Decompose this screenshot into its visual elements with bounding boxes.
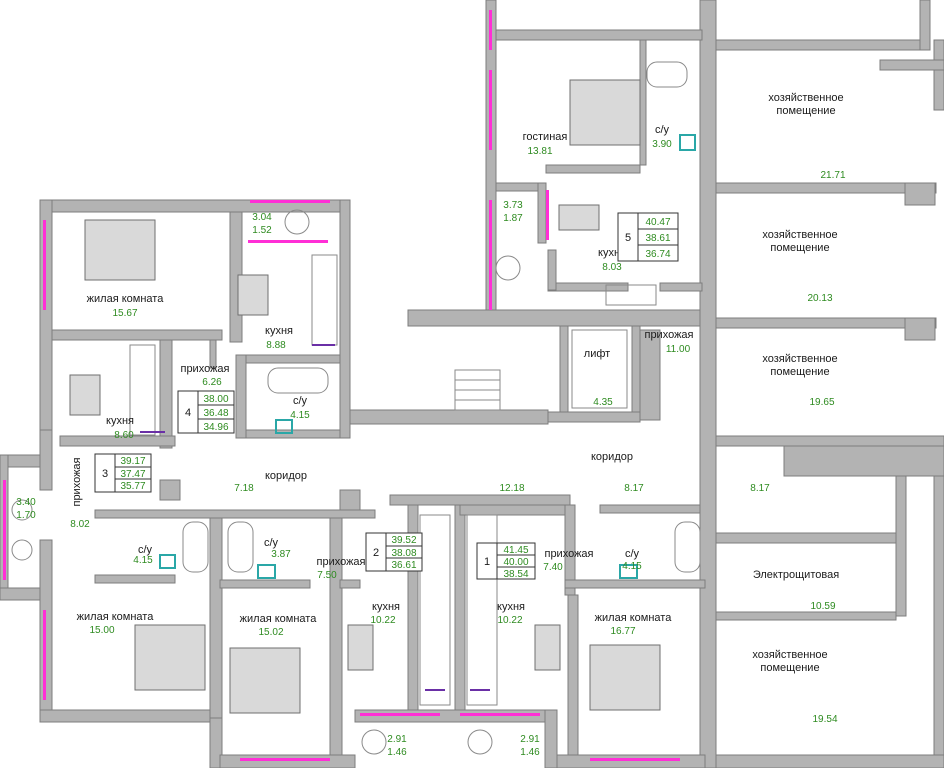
room-area-r19: 12.18 [499,483,524,494]
room-name-r10: прихожая [644,329,693,341]
room-name-r30: жилая комната [240,613,318,625]
svg-text:38.00: 38.00 [203,394,228,405]
svg-text:5: 5 [625,232,631,244]
room-name-r18: коридор [265,470,307,482]
room-area-r33: 16.77 [610,626,635,637]
svg-text:38.08: 38.08 [391,548,416,559]
room-name-r28: с/у [625,548,640,560]
apartment-box-3: 3 39.17 37.47 35.77 [94,453,152,493]
room-name-r14: кухня [265,325,293,337]
room-area-r16: 4.15 [290,410,310,421]
svg-text:35.77: 35.77 [120,481,145,492]
room-area-r6: 13.81 [527,146,552,157]
room-area-r4: 10.59 [810,601,835,612]
room-area-r22: 8.02 [70,519,90,530]
room-area-r14: 8.88 [266,340,286,351]
svg-text:40.47: 40.47 [645,217,670,228]
room-area-r9: 8.03 [602,262,622,273]
room-area-r18: 7.18 [234,483,254,494]
room-area-r10: 11.00 [666,344,691,355]
room-area-r20: 8.17 [624,483,644,494]
room-area-r31: 10.22 [370,615,395,626]
room-name-r27: прихожая [544,548,593,560]
svg-text:40.00: 40.00 [503,557,528,568]
room-name-r17: кухня [106,415,134,427]
room-area-r32: 10.22 [497,615,522,626]
room-area-r29: 15.00 [89,625,114,636]
room-area-r3: 19.65 [809,397,834,408]
room-area-r11: 4.35 [593,397,613,408]
svg-text:4: 4 [185,407,191,419]
room-name-r25: с/у [264,537,279,549]
svg-text:1: 1 [484,556,490,568]
apartment-boxes: 5 40.47 38.61 36.74 4 38.00 36.48 34.96 … [94,212,679,580]
room-name-r24: с/у [138,544,153,556]
room-area-r26: 7.50 [317,570,337,581]
room-area-r15: 6.26 [202,377,222,388]
svg-text:36.48: 36.48 [203,408,228,419]
apartment-box-5: 5 40.47 38.61 36.74 [617,212,679,262]
svg-text:39.52: 39.52 [391,535,416,546]
room-name-r7: с/у [655,124,670,136]
svg-text:36.74: 36.74 [645,249,670,260]
room-area-r24: 4.15 [133,555,153,566]
room-area-r25: 3.87 [271,549,291,560]
svg-text:36.61: 36.61 [391,560,416,571]
apartment-box-2: 2 39.52 38.08 36.61 [365,532,423,572]
room-area-r21: 8.17 [750,483,770,494]
room-area-r1: 21.71 [820,170,845,181]
room-area-r2: 20.13 [807,293,832,304]
svg-text:2: 2 [373,547,379,559]
room-area-r17: 8.60 [114,430,134,441]
svg-text:3: 3 [102,468,108,480]
room-name-r16: с/у [293,395,308,407]
room-area-r12: 15.67 [112,308,137,319]
room-name-r11: лифт [584,348,610,360]
furniture [11,61,701,755]
room-name-r22: прихожая [71,457,83,506]
apartment-box-4: 4 38.00 36.48 34.96 [177,390,235,434]
room-name-r33: жилая комната [595,612,673,624]
room-name-r4: Электрощитовая [753,569,839,581]
room-name-r12: жилая комната [87,293,165,305]
room-name-r29: жилая комната [77,611,155,623]
svg-text:37.47: 37.47 [120,469,145,480]
room-area-r27: 7.40 [543,562,563,573]
svg-text:34.96: 34.96 [203,422,228,433]
room-name-r31: кухня [372,601,400,613]
svg-text:41.45: 41.45 [503,545,528,556]
room-name-r19: коридор [591,451,633,463]
room-name-r32: кухня [497,601,525,613]
windows [3,10,680,761]
svg-text:38.61: 38.61 [645,233,670,244]
room-name-r6: гостиная [523,131,568,143]
room-area-r7: 3.90 [652,139,672,150]
room-area-r28: 4.15 [622,561,642,572]
room-name-r15: прихожая [180,363,229,375]
apartment-box-1: 1 41.45 40.00 38.54 [476,542,536,580]
room-area-r5: 19.54 [812,714,837,725]
room-name-r26: прихожая [316,556,365,568]
svg-text:38.54: 38.54 [503,569,528,580]
svg-text:39.17: 39.17 [120,456,145,467]
room-area-r30: 15.02 [258,627,283,638]
